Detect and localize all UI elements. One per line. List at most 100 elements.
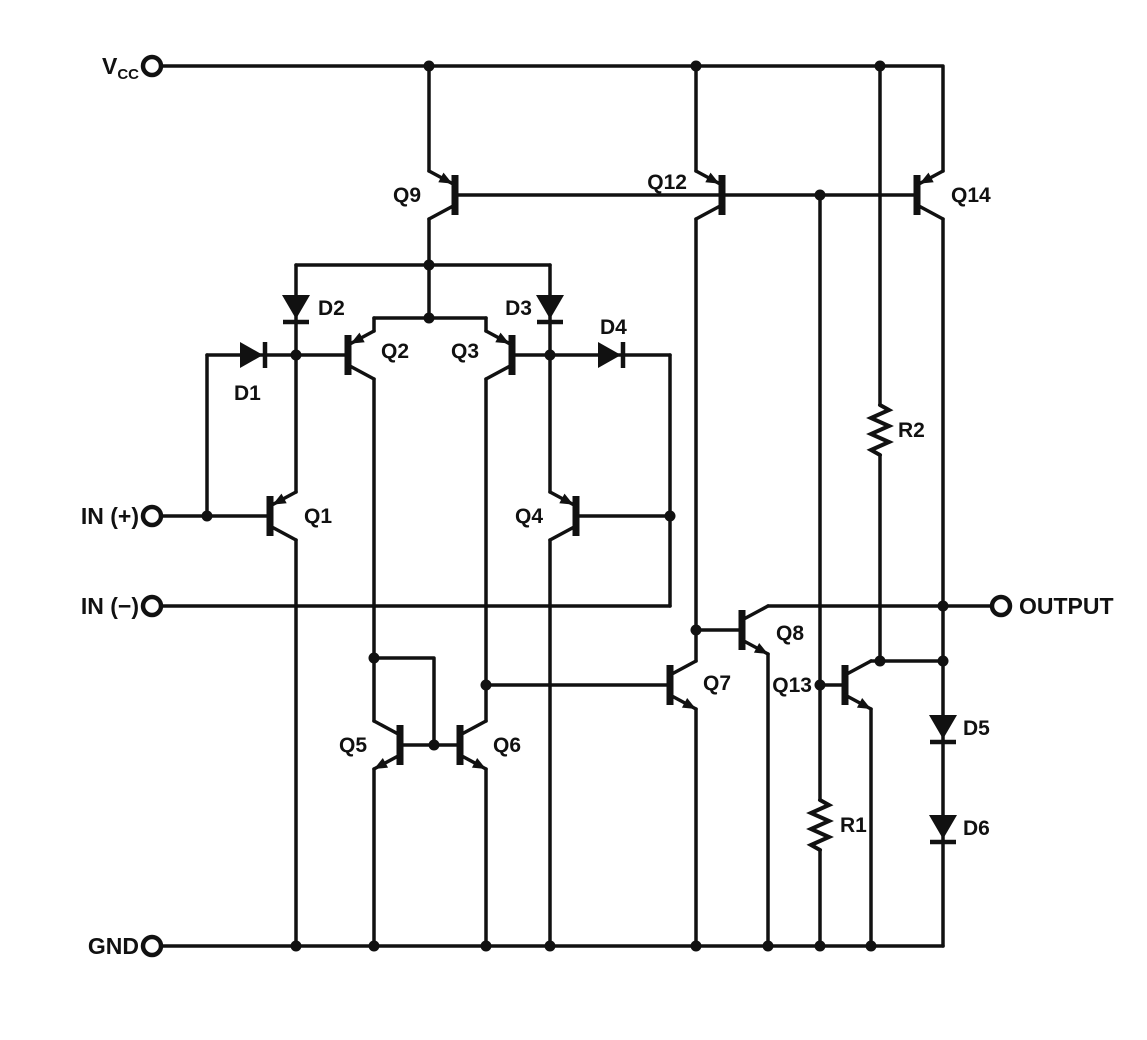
terminal-circle-icon (140, 594, 164, 618)
label-D2: D2 (318, 297, 345, 320)
terminal-label-gnd: GND (88, 933, 139, 959)
transistor-lead (915, 203, 945, 221)
diode-triangle-icon (929, 715, 957, 739)
emitter-arrow-icon (753, 642, 768, 654)
junction-dot (874, 655, 886, 667)
transistor-lead (843, 659, 873, 677)
terminal-label-in-plus: IN (+) (81, 503, 139, 529)
emitter-arrow-icon (374, 757, 389, 769)
junction-dot (937, 600, 949, 612)
emitter-arrow-icon (559, 493, 574, 505)
label-Q14: Q14 (951, 184, 991, 207)
junction-dot (762, 940, 774, 952)
transistor-lead (694, 203, 724, 221)
transistor-lead (668, 659, 698, 677)
diode-D4: D4 (598, 316, 627, 368)
junction-dot (423, 312, 435, 324)
terminal-gnd: GND (88, 933, 164, 959)
terminal-label-output: OUTPUT (1019, 593, 1114, 619)
emitter-arrow-icon (350, 332, 365, 344)
diode-D3: D3 (505, 295, 564, 325)
transistor-lead (740, 604, 770, 622)
terminal-in-minus: IN (−) (81, 593, 164, 619)
terminal-in-plus: IN (+) (81, 503, 164, 529)
label-R1: R1 (840, 814, 867, 837)
terminal-vcc: VCC (102, 53, 164, 83)
junction-dot (428, 739, 440, 751)
wire (159, 64, 945, 173)
label-D5: D5 (963, 717, 990, 740)
label-Q13: Q13 (772, 674, 812, 697)
label-D1: D1 (234, 382, 261, 405)
junction-dot (544, 940, 556, 952)
wire (372, 656, 436, 747)
junction-dot (690, 624, 702, 636)
transistor-Q6: Q6 (456, 719, 521, 771)
label-Q7: Q7 (703, 672, 731, 695)
junction-dot (865, 940, 877, 952)
transistor-Q13: Q13 (772, 659, 873, 711)
transistor-Q14: Q14 (913, 169, 991, 221)
label-Q1: Q1 (304, 505, 332, 528)
emitter-arrow-icon (471, 757, 486, 769)
junction-dot (480, 679, 492, 691)
transistor-lead (372, 719, 402, 737)
junction-dot (937, 655, 949, 667)
diode-triangle-icon (598, 342, 621, 368)
terminal-circle-icon (140, 54, 164, 78)
junction-dot (423, 60, 435, 72)
transistor-Q9: Q9 (393, 169, 459, 221)
label-Q8: Q8 (776, 622, 804, 645)
junction-dot (690, 940, 702, 952)
label-Q4: Q4 (515, 505, 543, 528)
transistor-lead (268, 524, 298, 542)
diode-D2: D2 (282, 295, 345, 325)
emitter-arrow-icon (705, 172, 720, 184)
terminal-output: OUTPUT (989, 593, 1114, 619)
junction-dot (664, 510, 676, 522)
terminal-label-in-minus: IN (−) (81, 593, 139, 619)
transistor-Q12: Q12 (647, 169, 726, 221)
transistor-Q4: Q4 (515, 490, 580, 542)
label-Q2: Q2 (381, 340, 409, 363)
transistor-lead (427, 203, 457, 221)
transistor-Q8: Q8 (738, 604, 804, 656)
label-D6: D6 (963, 817, 990, 840)
emitter-arrow-icon (438, 172, 453, 184)
diode-D1: D1 (234, 342, 268, 405)
label-D3: D3 (505, 297, 532, 320)
junction-dot (201, 510, 213, 522)
resistor-zigzag-icon (806, 798, 834, 852)
transistor-Q5: Q5 (339, 719, 404, 771)
emitter-arrow-icon (919, 172, 934, 184)
junction-dot (290, 940, 302, 952)
junction-dot (814, 679, 826, 691)
terminal-label-vcc: VCC (102, 53, 139, 83)
junction-dot (290, 349, 302, 361)
transistor-Q2: Q2 (344, 329, 409, 381)
diode-triangle-icon (282, 295, 310, 319)
diode-triangle-icon (929, 815, 957, 839)
label-R2: R2 (898, 419, 925, 442)
emitter-arrow-icon (681, 697, 696, 709)
label-D4: D4 (600, 316, 627, 339)
diode-D6: D6 (929, 815, 990, 845)
transistor-lead (458, 719, 488, 737)
junction-dot (368, 652, 380, 664)
junction-dot (874, 60, 886, 72)
label-Q12: Q12 (647, 171, 687, 194)
transistor-lead (548, 524, 578, 542)
transistor-Q1: Q1 (266, 490, 332, 542)
junction-dot (544, 349, 556, 361)
terminal-circle-icon (989, 594, 1013, 618)
junction-dot (423, 259, 435, 271)
label-Q5: Q5 (339, 734, 367, 757)
label-Q9: Q9 (393, 184, 421, 207)
transistor-lead (484, 363, 514, 381)
terminal-circle-icon (140, 934, 164, 958)
junction-dot (690, 60, 702, 72)
transistor-Q7: Q7 (666, 659, 731, 711)
diode-triangle-icon (240, 342, 263, 368)
